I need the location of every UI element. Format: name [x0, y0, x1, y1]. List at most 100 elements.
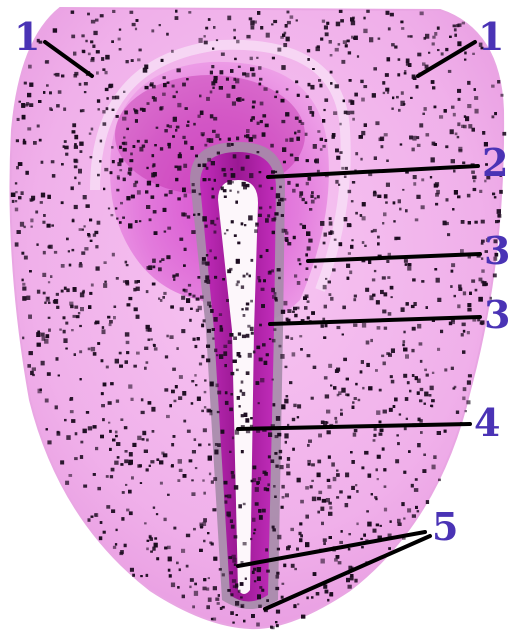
nucleus-dot: [226, 229, 228, 231]
nucleus-dot: [206, 254, 208, 257]
nucleus-dot: [285, 24, 288, 28]
nucleus-dot: [318, 491, 322, 494]
nucleus-dot: [37, 343, 41, 347]
nucleus-dot: [41, 333, 45, 337]
nucleus-dot: [158, 267, 162, 271]
nucleus-dot: [202, 134, 204, 137]
nucleus-dot: [354, 429, 358, 432]
nucleus-dot: [129, 452, 133, 456]
nucleus-dot: [242, 392, 246, 396]
nucleus-dot: [29, 103, 33, 107]
nucleus-dot: [108, 401, 112, 405]
nucleus-dot: [345, 503, 349, 507]
nucleus-dot: [251, 614, 255, 618]
nucleus-dot: [458, 288, 462, 291]
nucleus-dot: [86, 411, 89, 414]
nucleus-dot: [142, 108, 146, 112]
nucleus-dot: [342, 334, 344, 336]
nucleus-dot: [72, 249, 75, 251]
nucleus-dot: [384, 508, 387, 512]
nucleus-dot: [160, 482, 163, 485]
nucleus-dot: [126, 341, 130, 344]
nucleus-dot: [159, 260, 161, 262]
nucleus-dot: [110, 475, 113, 478]
nucleus-dot: [479, 190, 482, 193]
nucleus-dot: [122, 142, 125, 145]
nucleus-dot: [266, 570, 270, 573]
nucleus-dot: [492, 115, 495, 118]
nucleus-dot: [193, 214, 195, 216]
nucleus-dot: [444, 109, 447, 113]
nucleus-dot: [123, 280, 126, 283]
nucleus-dot: [69, 474, 73, 477]
nucleus-dot: [444, 430, 447, 433]
nucleus-dot: [182, 83, 186, 87]
nucleus-dot: [480, 322, 483, 325]
nucleus-dot: [111, 509, 115, 513]
nucleus-dot: [213, 557, 217, 561]
nucleus-dot: [329, 293, 332, 296]
nucleus-dot: [420, 360, 423, 363]
nucleus-dot: [214, 349, 217, 353]
nucleus-dot: [21, 191, 24, 195]
nucleus-dot: [227, 180, 231, 184]
nucleus-dot: [306, 182, 309, 185]
nucleus-dot: [350, 574, 353, 577]
nucleus-dot: [375, 369, 378, 372]
nucleus-dot: [144, 367, 147, 370]
nucleus-dot: [271, 269, 274, 272]
nucleus-dot: [153, 344, 156, 347]
nucleus-dot: [136, 19, 139, 22]
nucleus-dot: [280, 198, 284, 202]
nucleus-dot: [383, 362, 386, 366]
nucleus-dot: [120, 550, 124, 554]
nucleus-dot: [396, 434, 399, 436]
nucleus-dot: [390, 375, 393, 378]
nucleus-dot: [210, 382, 214, 387]
nucleus-dot: [134, 307, 138, 311]
nucleus-dot: [219, 313, 222, 316]
nucleus-dot: [334, 239, 337, 241]
nucleus-dot: [338, 561, 342, 564]
nucleus-dot: [101, 359, 104, 362]
nucleus-dot: [89, 219, 92, 222]
nucleus-dot: [453, 170, 455, 173]
nucleus-dot: [146, 468, 149, 471]
nucleus-dot: [145, 190, 148, 193]
nucleus-dot: [454, 190, 458, 195]
nucleus-dot: [468, 374, 472, 377]
nucleus-dot: [455, 133, 458, 136]
nucleus-dot: [362, 216, 366, 220]
nucleus-dot: [307, 316, 310, 319]
nucleus-dot: [267, 214, 270, 217]
nucleus-dot: [328, 512, 332, 516]
nucleus-dot: [126, 509, 129, 512]
nucleus-dot: [457, 304, 460, 308]
nucleus-dot: [25, 171, 29, 175]
nucleus-dot: [171, 50, 174, 53]
nucleus-dot: [181, 212, 185, 216]
nucleus-dot: [353, 37, 356, 39]
nucleus-dot: [324, 233, 327, 237]
nucleus-dot: [340, 19, 344, 22]
nucleus-dot: [182, 391, 186, 396]
nucleus-dot: [56, 104, 60, 107]
nucleus-dot: [412, 136, 416, 141]
nucleus-dot: [244, 413, 248, 417]
nucleus-dot: [301, 615, 305, 619]
nucleus-dot: [235, 201, 238, 204]
nucleus-dot: [249, 137, 253, 142]
nucleus-dot: [245, 578, 247, 580]
nucleus-dot: [231, 471, 234, 474]
nucleus-dot: [227, 16, 231, 21]
nucleus-dot: [383, 410, 387, 414]
nucleus-dot: [209, 413, 212, 416]
nucleus-dot: [436, 190, 440, 194]
nucleus-dot: [91, 20, 95, 24]
nucleus-dot: [277, 268, 281, 271]
nucleus-dot: [102, 329, 106, 334]
nucleus-dot: [261, 304, 265, 308]
nucleus-dot: [56, 293, 59, 296]
nucleus-dot: [462, 350, 465, 353]
nucleus-dot: [136, 352, 140, 355]
